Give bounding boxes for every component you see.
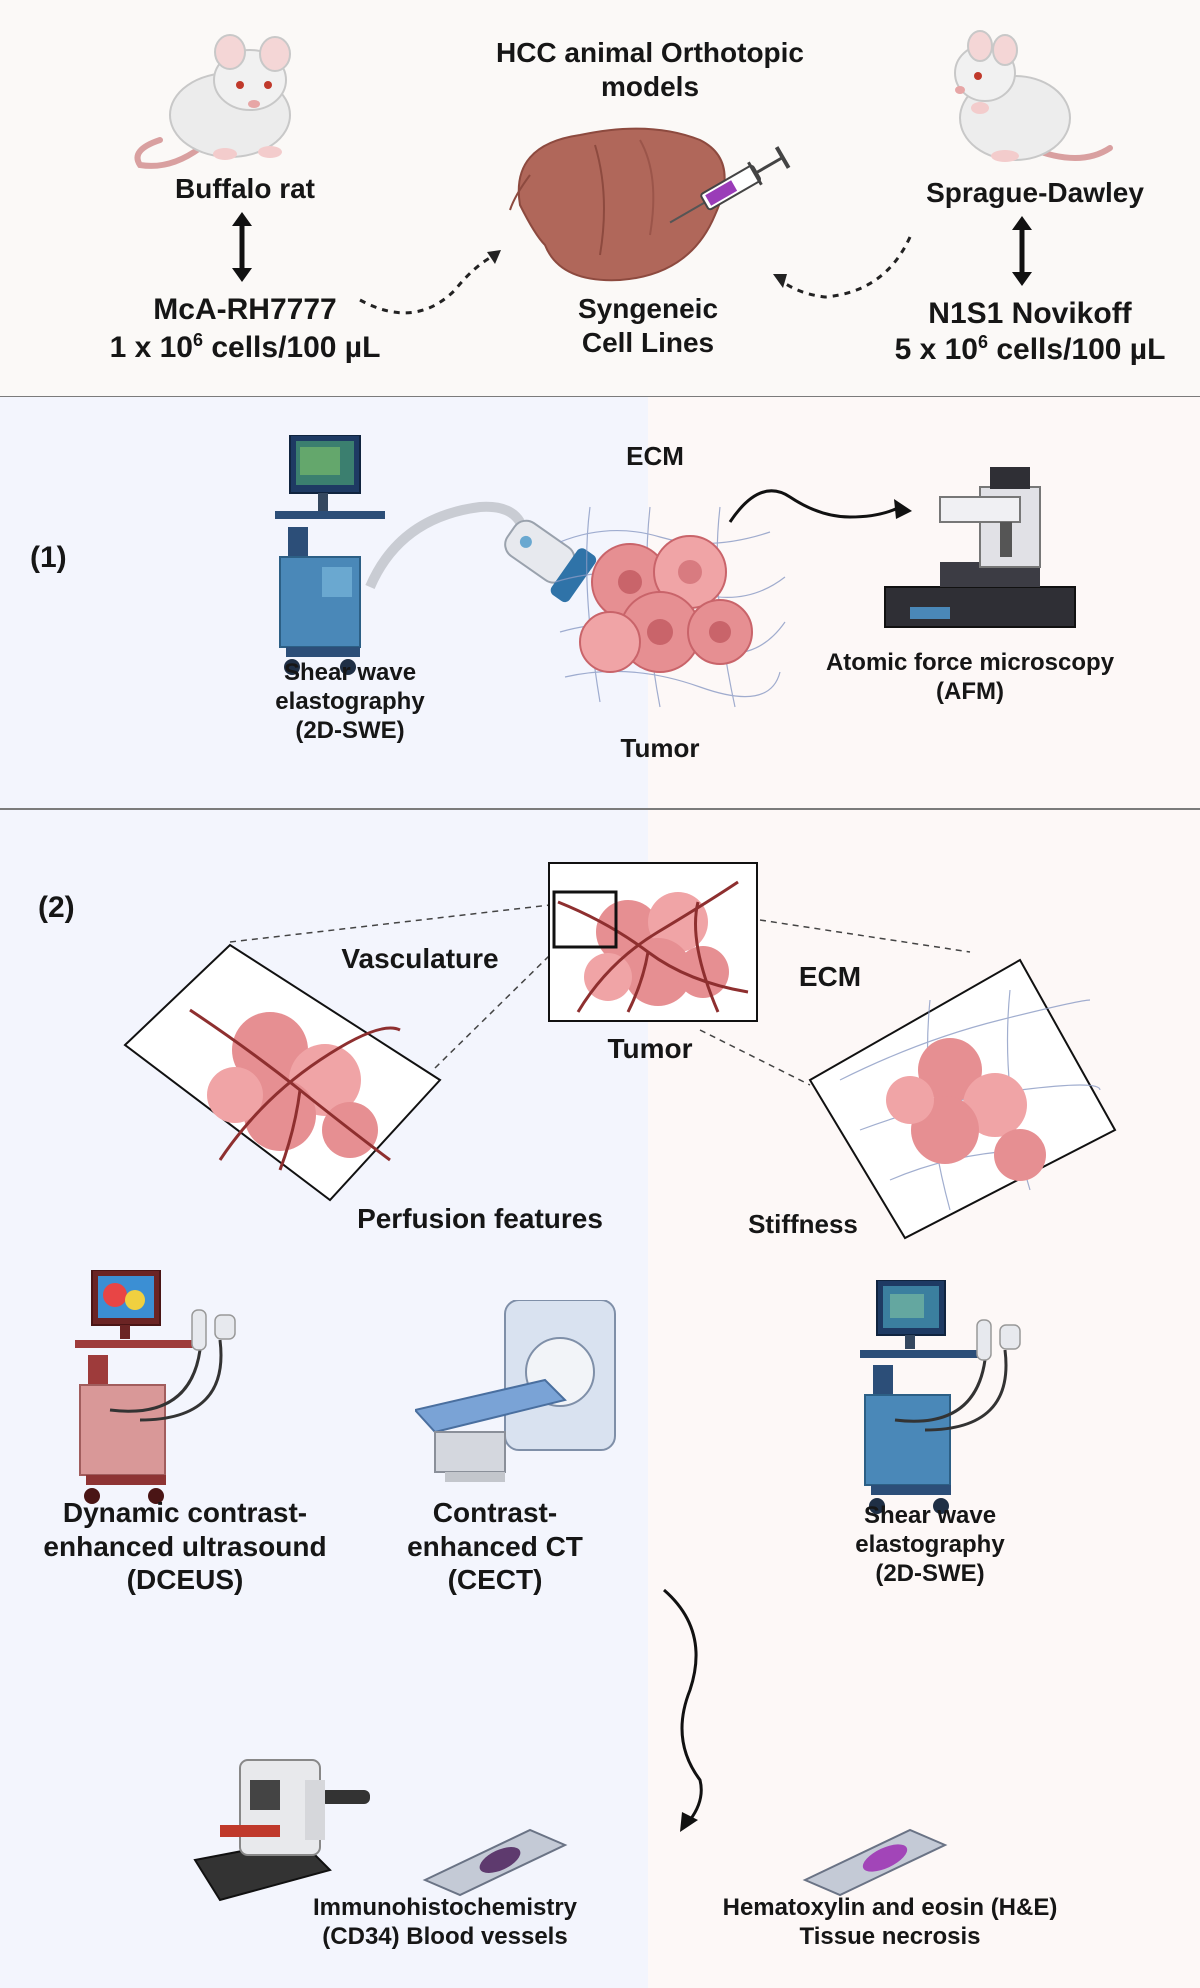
shear-wave-machine-icon <box>275 435 385 675</box>
zoom-connectors <box>229 904 971 1086</box>
ihc-slide-icon <box>422 1828 568 1897</box>
ultrasound-probe-icon <box>365 501 597 603</box>
dceus-label: Dynamic contrast- enhanced ultrasound (D… <box>43 1497 327 1596</box>
ct-scanner-icon <box>415 1300 616 1482</box>
he-label: Hematoxylin and eosin (H&E) Tissue necro… <box>722 1894 1058 1950</box>
section-number: (1) <box>30 541 67 574</box>
he-slide-icon <box>802 1828 948 1897</box>
afm-microscope-icon <box>884 467 1076 628</box>
dashed-arrow-icon <box>359 250 501 315</box>
wavy-arrow-icon <box>728 489 912 523</box>
left-animal-label: Buffalo rat <box>175 173 315 204</box>
double-arrow-icon <box>232 212 252 282</box>
ecm-zoom-box <box>808 958 1117 1240</box>
stiffness-label: Stiffness <box>748 1209 858 1239</box>
left-dose-label: 1 x 106 cells/100 µL <box>109 330 381 364</box>
sprague-dawley-rat-icon <box>954 30 1113 162</box>
section-number: (2) <box>38 891 75 924</box>
swe-label: Shear wave elastography (2D-SWE) <box>855 1502 1005 1587</box>
syringe-icon <box>669 146 791 224</box>
vasculature-zoom-box <box>123 943 442 1202</box>
squiggle-arrow-icon <box>663 1588 703 1832</box>
tumor-vasculature-box <box>548 862 758 1022</box>
divider <box>0 808 1200 810</box>
ecm-label: ECM <box>798 961 862 992</box>
dceus-machine-icon <box>75 1270 236 1504</box>
tumor-label: Tumor <box>620 733 700 763</box>
left-cell-line-label: McA-RH7777 <box>153 293 337 326</box>
shear-wave-machine-icon <box>860 1280 1021 1514</box>
perfusion-label: Perfusion features <box>357 1203 603 1234</box>
right-animal-label: Sprague-Dawley <box>926 177 1144 208</box>
microtome-icon <box>193 1759 370 1902</box>
cect-label: Contrast- enhanced CT (CECT) <box>407 1497 583 1596</box>
top-panel: HCC animal Orthotopic models Buffalo rat… <box>0 0 1200 396</box>
right-dose-label: 5 x 106 cells/100 µL <box>894 332 1166 366</box>
right-cell-line-label: N1S1 Novikoff <box>928 297 1132 330</box>
title: HCC animal Orthotopic models <box>495 37 804 102</box>
dashed-arrow-icon <box>773 236 912 299</box>
center-label: Syngeneic Cell Lines <box>577 293 719 358</box>
tumor-ecm-icon <box>554 506 786 708</box>
vasculature-label: Vasculature <box>341 943 499 974</box>
swe-label: Shear wave elastography (2D-SWE) <box>275 659 425 744</box>
tumor-label: Tumor <box>607 1033 693 1064</box>
section-1-panel: (1) <box>0 397 1200 809</box>
buffalo-rat-icon <box>134 34 291 169</box>
ecm-label: ECM <box>626 441 684 471</box>
afm-label: Atomic force microscopy (AFM) <box>825 649 1115 705</box>
double-arrow-icon <box>1012 216 1032 286</box>
section-2-panel: (2) <box>0 810 1200 1988</box>
liver-icon <box>509 127 726 282</box>
ihc-label: Immunohistochemistry (CD34) Blood vessel… <box>312 1894 578 1950</box>
